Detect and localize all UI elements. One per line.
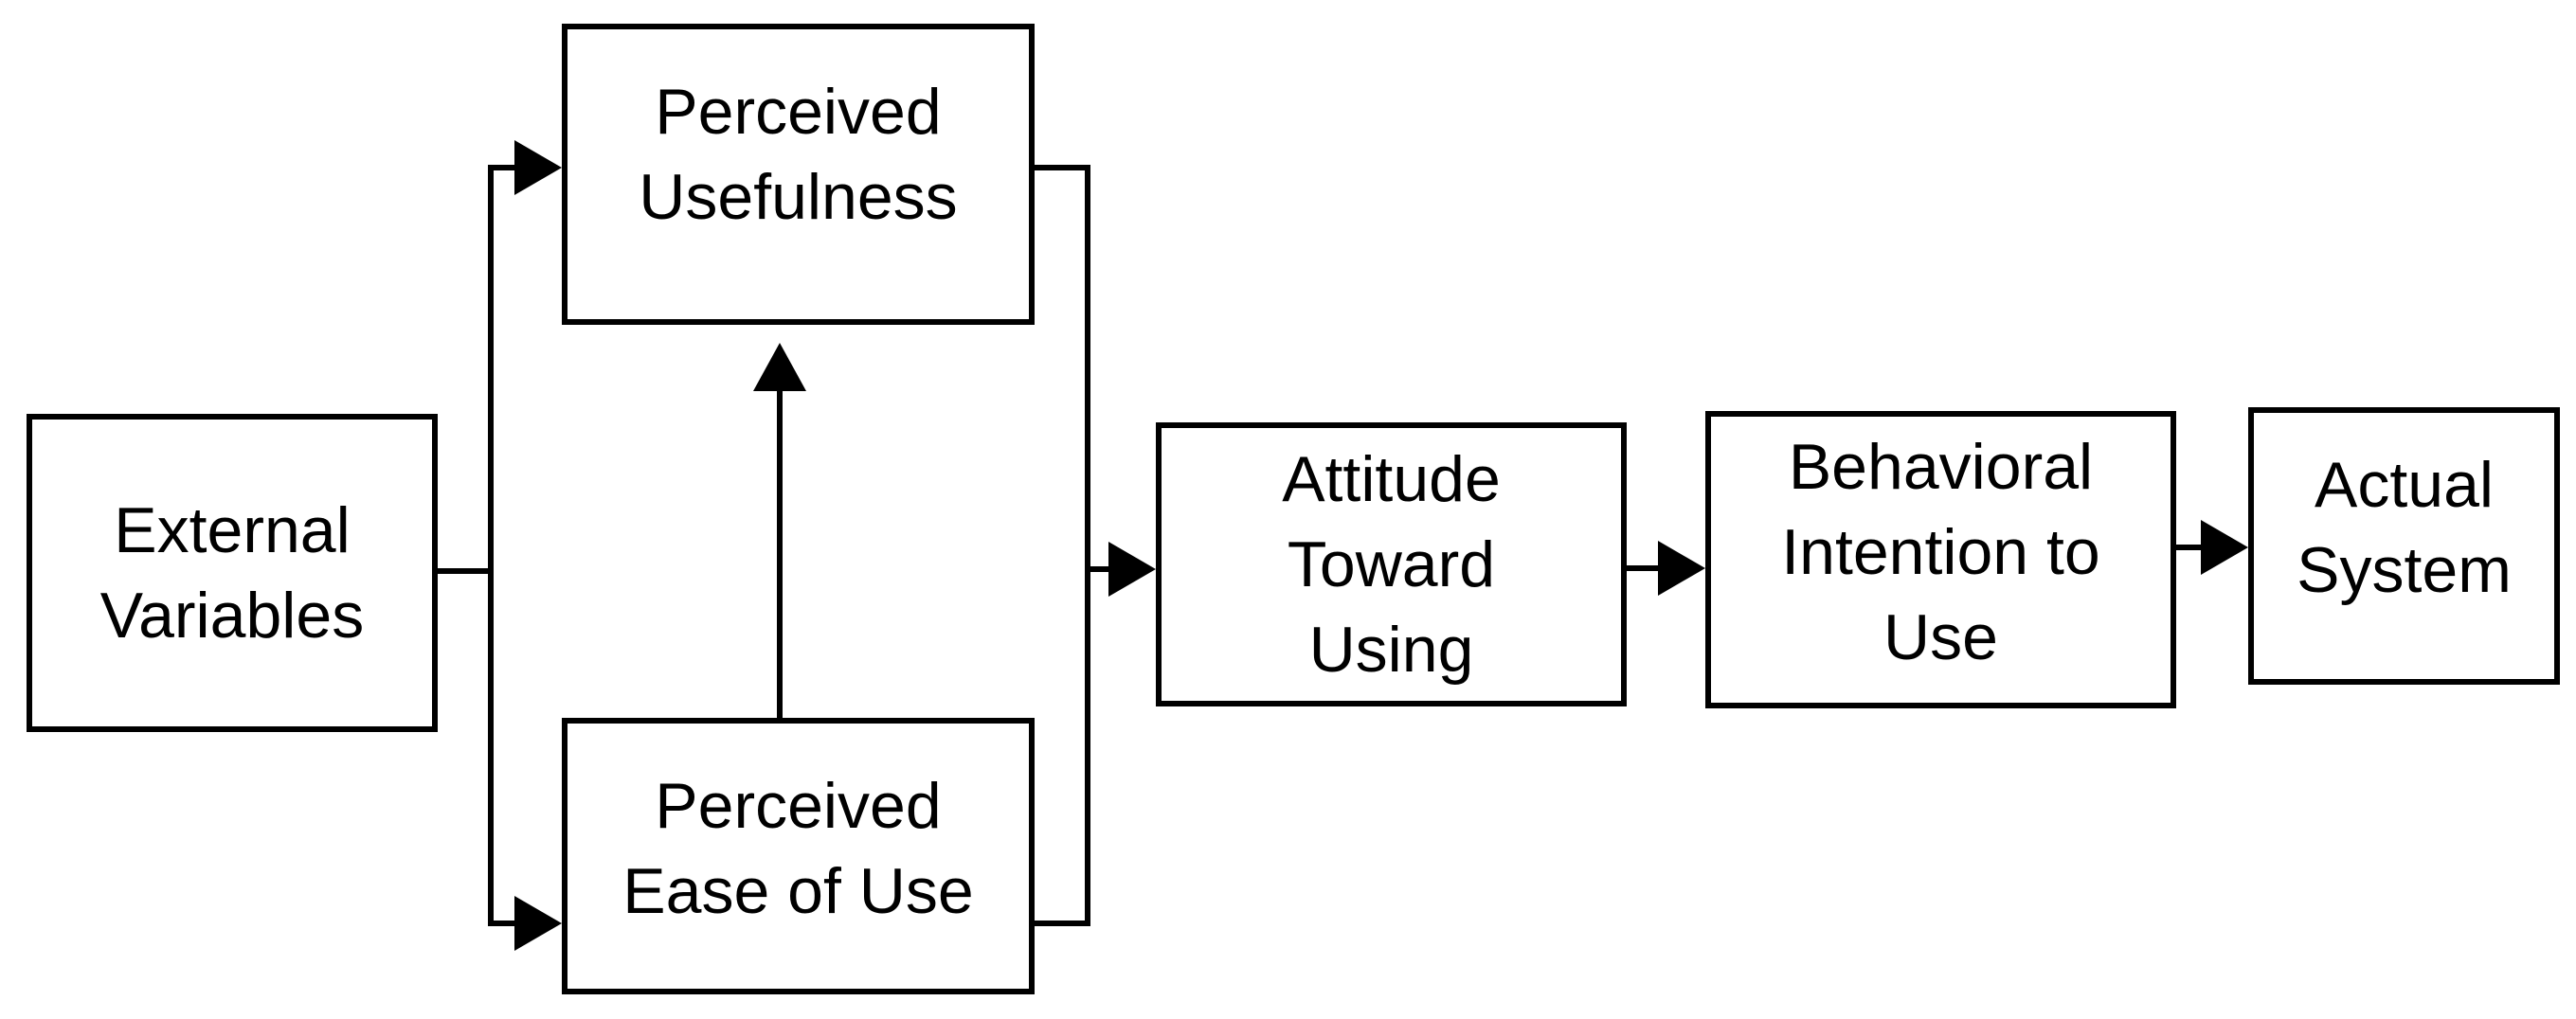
arrowhead-into-perceived-ease-of-use <box>514 896 562 951</box>
node-behavioral-intention-to-use-label: Behavioral Intention to Use <box>1781 431 2100 673</box>
connector-into-perceived-ease-of-use <box>488 921 519 926</box>
node-perceived-ease-of-use: Perceived Ease of Use <box>562 718 1035 994</box>
connector-external-variables-out <box>436 568 494 574</box>
arrowhead-into-actual-system <box>2201 520 2248 575</box>
connector-attitude-to-behavioral-intention <box>1624 565 1664 571</box>
connector-right-merge-trunk <box>1085 165 1090 926</box>
connector-left-branch-trunk <box>488 165 494 926</box>
arrowhead-ease-to-usefulness <box>753 343 806 391</box>
connector-perceived-ease-of-use-out <box>1031 921 1090 926</box>
connector-behavioral-intention-to-actual-system <box>2173 545 2207 550</box>
node-actual-system: Actual System <box>2248 407 2560 685</box>
connector-ease-to-usefulness <box>777 386 783 718</box>
node-attitude-toward-using-label: Attitude Toward Using <box>1282 443 1501 686</box>
node-external-variables-label: External Variables <box>99 494 365 652</box>
node-actual-system-label: Actual System <box>2297 448 2512 606</box>
arrowhead-into-behavioral-intention <box>1658 541 1705 596</box>
node-behavioral-intention-to-use: Behavioral Intention to Use <box>1705 411 2176 708</box>
node-perceived-usefulness: Perceived Usefulness <box>562 24 1035 325</box>
node-attitude-toward-using: Attitude Toward Using <box>1156 422 1627 706</box>
node-external-variables: External Variables <box>27 414 438 732</box>
arrowhead-into-attitude-toward-using <box>1108 542 1156 597</box>
connector-perceived-usefulness-out <box>1031 165 1090 170</box>
connector-into-attitude-toward-using <box>1085 566 1113 572</box>
node-perceived-usefulness-label: Perceived Usefulness <box>639 76 958 233</box>
node-perceived-ease-of-use-label: Perceived Ease of Use <box>622 770 974 927</box>
arrowhead-into-perceived-usefulness <box>514 140 562 195</box>
connector-into-perceived-usefulness <box>488 165 519 170</box>
